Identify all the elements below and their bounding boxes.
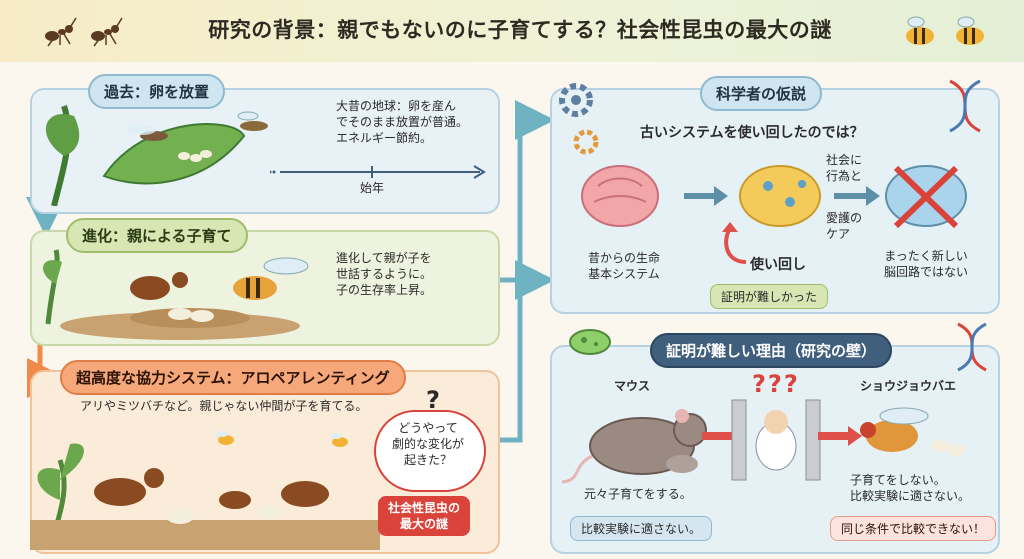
alloparenting-question: どうやって 劇的な変化が 起きた？ xyxy=(380,420,476,468)
mystery-line: 最大の謎 xyxy=(400,517,449,531)
fly-label: ショウジョウバエ xyxy=(860,379,957,393)
dna-icon xyxy=(950,320,994,378)
brain-illustration xyxy=(580,156,980,240)
mouse-description: 元々子育てをする。 xyxy=(584,487,692,501)
timeline xyxy=(270,165,486,179)
comparison-illustration xyxy=(561,396,992,490)
hypothesis-question: 古いシステムを使い回したのでは？ xyxy=(640,125,864,141)
care-label: 愛護の ケア xyxy=(826,210,886,242)
question-mark-icon: ? xyxy=(426,386,440,414)
question-line: どうやって xyxy=(398,421,458,435)
social-label: 社会に 行為と xyxy=(826,152,886,184)
dna-icon xyxy=(940,76,990,140)
social-line: 社会に xyxy=(826,153,863,167)
past-desc-line: 大昔の地球：卵を産ん xyxy=(336,99,457,113)
research-wall-heading: 証明が難しい理由（研究の壁） xyxy=(650,333,893,368)
evolution-heading: 進化：親による子育て xyxy=(66,218,248,253)
thought-bubble xyxy=(374,410,486,492)
panel-past xyxy=(30,88,500,214)
mystery-badge: 社会性昆虫の 最大の謎 xyxy=(378,496,471,536)
parent-care-illustration xyxy=(40,244,330,344)
care-line: ケア xyxy=(826,227,851,241)
question-line: 起きた？ xyxy=(403,453,452,467)
ants-nursing-illustration xyxy=(30,420,380,554)
alloparenting-heading: 超高度な協力システム：アロペアレンティング xyxy=(60,360,406,395)
reuse-arrow xyxy=(722,222,747,264)
mouse-note: 比較実験に適さない。 xyxy=(570,516,713,541)
gear-icon xyxy=(556,80,616,184)
old-system-line: 基本システム xyxy=(588,267,660,281)
question-line: 劇的な変化が xyxy=(391,437,464,451)
evolution-desc-line: 子の生存率上昇。 xyxy=(336,283,433,297)
microbe-icon xyxy=(566,324,614,364)
evolution-description: 進化して親が子を 世話するように。 子の生存率上昇。 xyxy=(336,250,486,298)
reuse-label: 使い回し xyxy=(750,257,806,273)
old-system-label: 昔からの生命 基本システム xyxy=(574,250,674,282)
mystery-line: 社会性昆虫の xyxy=(388,501,461,515)
ant-icon xyxy=(40,12,136,56)
evolution-desc-line: 世話するように。 xyxy=(336,267,433,281)
evolution-desc-line: 進化して親が子を xyxy=(336,251,432,265)
past-description: 大昔の地球：卵を産ん でそのまま放置が普通。 エネルギー節約。 xyxy=(336,98,486,146)
question-marks: ??? xyxy=(752,370,800,398)
alloparenting-description: アリやミツバチなど。親じゃない仲間が子を育てる。 xyxy=(80,399,368,413)
not-new-line: まったく新しい xyxy=(884,249,968,263)
difficulty-badge: 証明が難しかった xyxy=(710,284,829,309)
mouse-label: マウス xyxy=(614,379,651,393)
social-line: 行為と xyxy=(826,169,863,183)
not-new-label: まったく新しい 脳回路ではない xyxy=(866,248,986,280)
care-line: 愛護の xyxy=(826,211,863,225)
fly-note: 同じ条件で比較できない！ xyxy=(830,516,997,541)
past-desc-line: エネルギー節約。 xyxy=(336,131,433,145)
not-new-line: 脳回路ではない xyxy=(883,265,968,279)
leaf-with-eggs-illustration xyxy=(34,96,274,210)
page-title: 研究の背景：親でもないのに子育てする？社会性昆虫の最大の謎 xyxy=(208,18,832,42)
past-desc-line: でそのまま放置が普通。 xyxy=(336,115,469,129)
hypothesis-heading: 科学者の仮説 xyxy=(700,76,823,111)
timeline-label: 始年 xyxy=(359,181,384,195)
bee-icon xyxy=(898,8,998,58)
fly-desc-line: 比較実験に適さない。 xyxy=(850,489,971,503)
title-bar xyxy=(0,0,1024,62)
fly-desc-line: 子育てをしない。 xyxy=(850,473,946,487)
past-heading: 過去：卵を放置 xyxy=(88,74,226,109)
fly-description: 子育てをしない。 比較実験に適さない。 xyxy=(850,472,970,504)
old-system-line: 昔からの生命 xyxy=(587,251,660,265)
